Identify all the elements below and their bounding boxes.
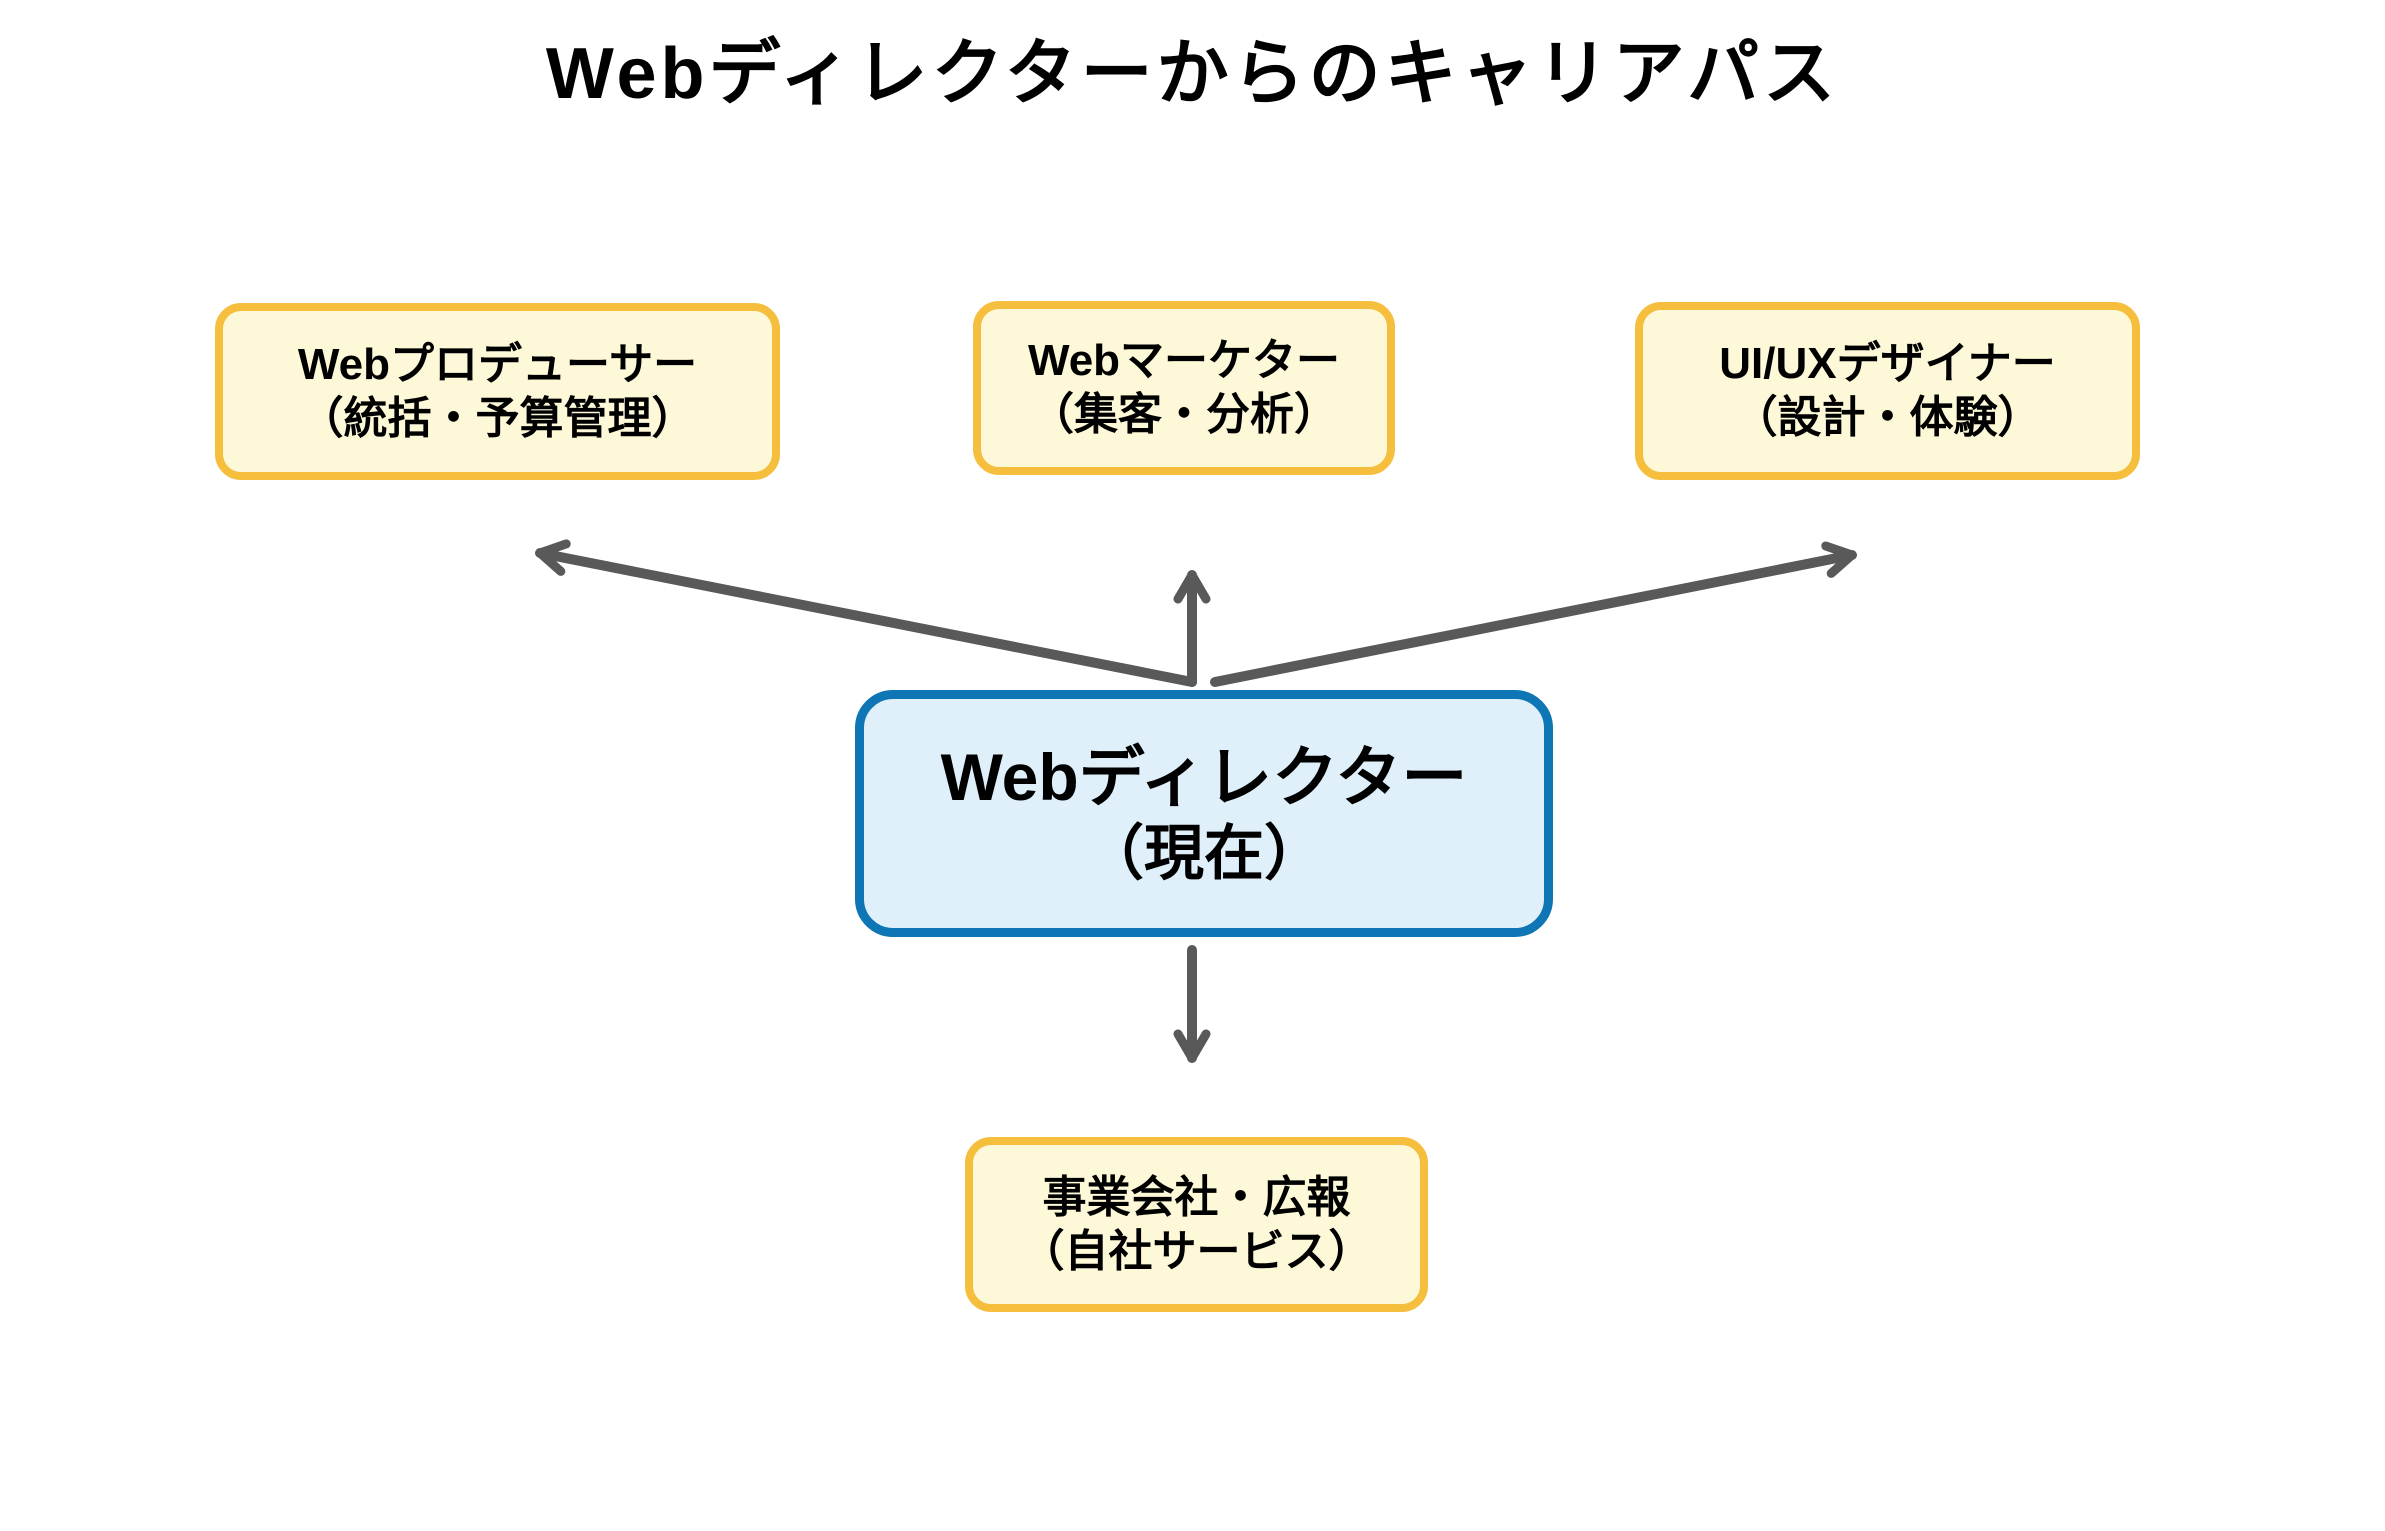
node-web-director-current: Webディレクター （現在） (855, 690, 1553, 937)
node-label: Webプロデューサー (297, 339, 698, 389)
node-detail: （集客・分析） (1030, 390, 1338, 439)
arrow-to-producer (535, 539, 1197, 687)
node-detail: （統括・予算管理） (299, 393, 696, 443)
node-detail: （設計・体験） (1733, 393, 2042, 442)
node-web-producer: Webプロデューサー （統括・予算管理） (215, 303, 780, 480)
node-detail: （自社サービス） (1020, 1226, 1373, 1276)
node-web-marketer: Webマーケター （集客・分析） (973, 301, 1395, 475)
node-uiux-designer: UI/UXデザイナー （設計・体験） (1635, 302, 2140, 480)
arrow-to-uiux (1210, 541, 1857, 687)
node-label: 事業会社・広報 (1042, 1172, 1351, 1222)
node-label: UI/UXデザイナー (1719, 339, 2056, 389)
node-business-company-pr: 事業会社・広報 （自社サービス） (965, 1137, 1428, 1312)
node-label: Webマーケター (1027, 336, 1341, 386)
node-detail: （現在） (1084, 820, 1324, 888)
node-label: Webディレクター (940, 739, 1468, 814)
page-title: Webディレクターからのキャリアパス (545, 34, 1840, 114)
